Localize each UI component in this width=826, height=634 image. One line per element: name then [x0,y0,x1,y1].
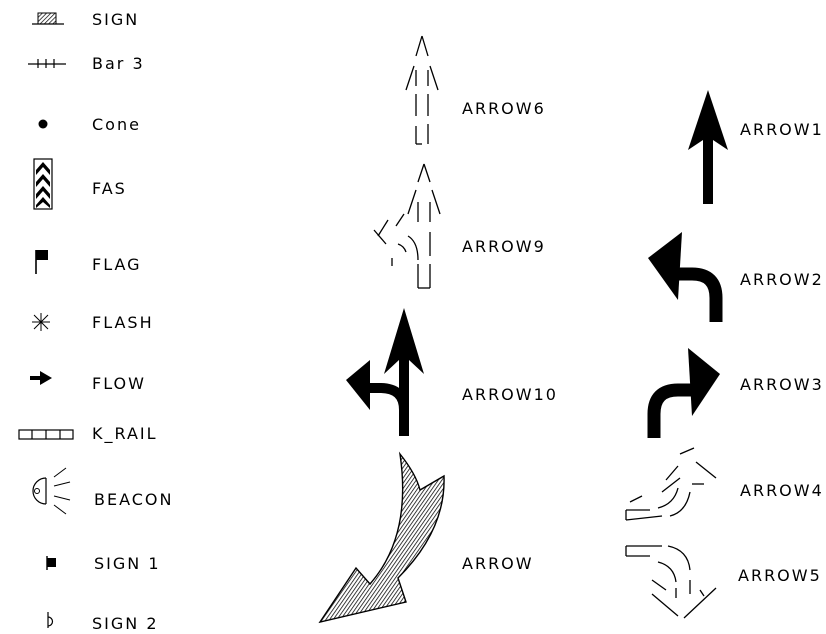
legend-label-beacon: BEACON [94,490,174,509]
legend-label-sign1: SIGN 1 [94,554,161,573]
arrow4-label: ARROW4 [740,481,824,500]
arrow5-label: ARROW5 [738,566,822,585]
sign2-icon [44,611,60,629]
arrow5-dashed-down-turn-icon [622,540,722,624]
arrow-label: ARROW [462,554,534,573]
legend-label-flag: FLAG [92,255,142,274]
flow-arrow-icon [28,370,54,386]
arrow9-dashed-straight-left-icon [368,160,458,294]
arrow3-label: ARROW3 [740,375,824,394]
legend-label-flow: FLOW [92,374,146,393]
k-rail-icon [18,428,76,442]
legend-label-fas: FAS [92,179,127,198]
arrow3-right-turn-icon [642,344,724,442]
legend-label-bar3: Bar 3 [92,54,145,73]
arrow4-dashed-up-turn-icon [622,444,722,526]
bar3-icon [26,56,68,70]
legend-label-flash: FLASH [92,313,154,332]
arrow6-label: ARROW6 [462,99,546,118]
beacon-icon [30,464,80,518]
cone-icon [36,117,50,131]
arrow9-label: ARROW9 [462,237,546,256]
arrow10-label: ARROW10 [462,385,558,404]
legend-label-sign: SIGN [92,10,140,29]
flag-icon [33,249,53,275]
arrow2-left-turn-icon [646,228,728,326]
legend-label-sign2: SIGN 2 [92,614,159,633]
arrow10-straight-left-icon [342,306,442,440]
legend-label-cone: Cone [92,115,141,134]
fas-chevron-icon [33,158,55,210]
arrow2-label: ARROW2 [740,270,824,289]
arrow-curved-hatched-icon [316,450,456,630]
flash-icon [30,311,52,333]
arrow1-label: ARROW1 [740,120,824,139]
legend-label-k-rail: K_RAIL [92,424,158,443]
sign-icon [30,8,66,28]
arrow6-dashed-straight-icon [392,32,452,152]
sign1-icon [44,555,60,571]
arrow1-straight-icon [684,88,732,206]
